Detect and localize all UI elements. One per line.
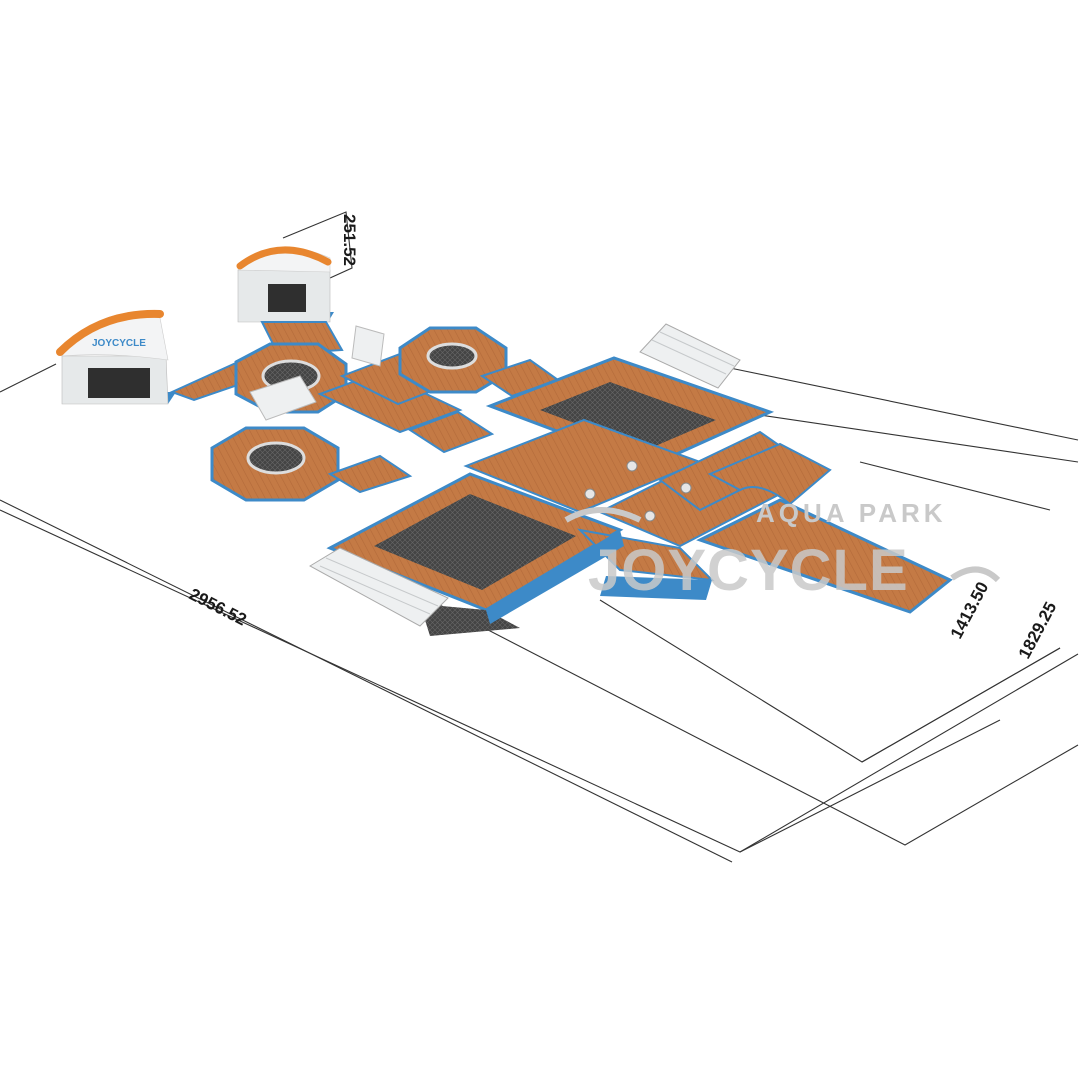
canopy-logo: JOYCYCLE bbox=[92, 338, 146, 349]
dimension-inner-width-label: 1413.50 bbox=[947, 579, 993, 642]
watermark-brand: JOYCYCLE bbox=[588, 538, 909, 603]
deck-walkways-left bbox=[169, 321, 561, 502]
watermark: AQUA PARK JOYCYCLE bbox=[564, 498, 1001, 603]
dimension-height-label: 251.52 bbox=[340, 214, 359, 266]
canopy-tent-top bbox=[236, 246, 334, 323]
main-platform bbox=[308, 323, 953, 636]
canopy-tent-left: JOYCYCLE bbox=[56, 309, 176, 405]
dimension-outer-width-label: 1829.25 bbox=[1015, 599, 1061, 662]
dimension-length-label: 2956.52 bbox=[186, 585, 249, 630]
dimension-lines bbox=[0, 211, 1079, 863]
watermark-wave-right-icon bbox=[950, 566, 1001, 583]
watermark-tagline: AQUA PARK bbox=[756, 498, 947, 528]
watermark-wave-left-icon bbox=[564, 507, 642, 523]
